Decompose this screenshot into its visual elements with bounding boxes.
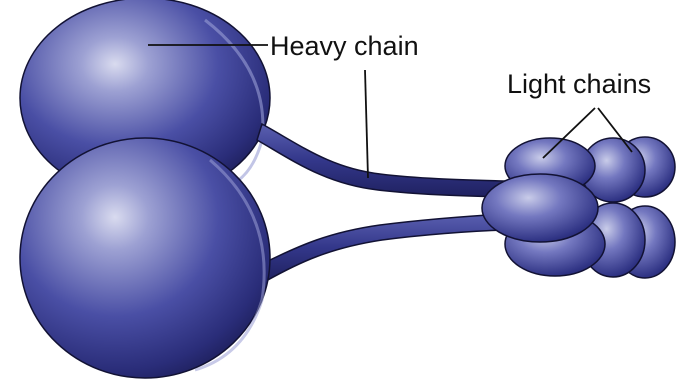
heavy-chain-label: Heavy chain	[270, 31, 419, 61]
light-chain-cluster	[482, 137, 675, 278]
heavy-chain-leader-to-tail	[365, 70, 368, 178]
upper-heavy-chain-tail	[257, 124, 505, 197]
light-chains-label: Light chains	[507, 69, 651, 99]
lower-heavy-chain-tail	[262, 214, 505, 281]
lower-globular-head	[20, 138, 270, 378]
light-chain-globe	[482, 174, 598, 242]
